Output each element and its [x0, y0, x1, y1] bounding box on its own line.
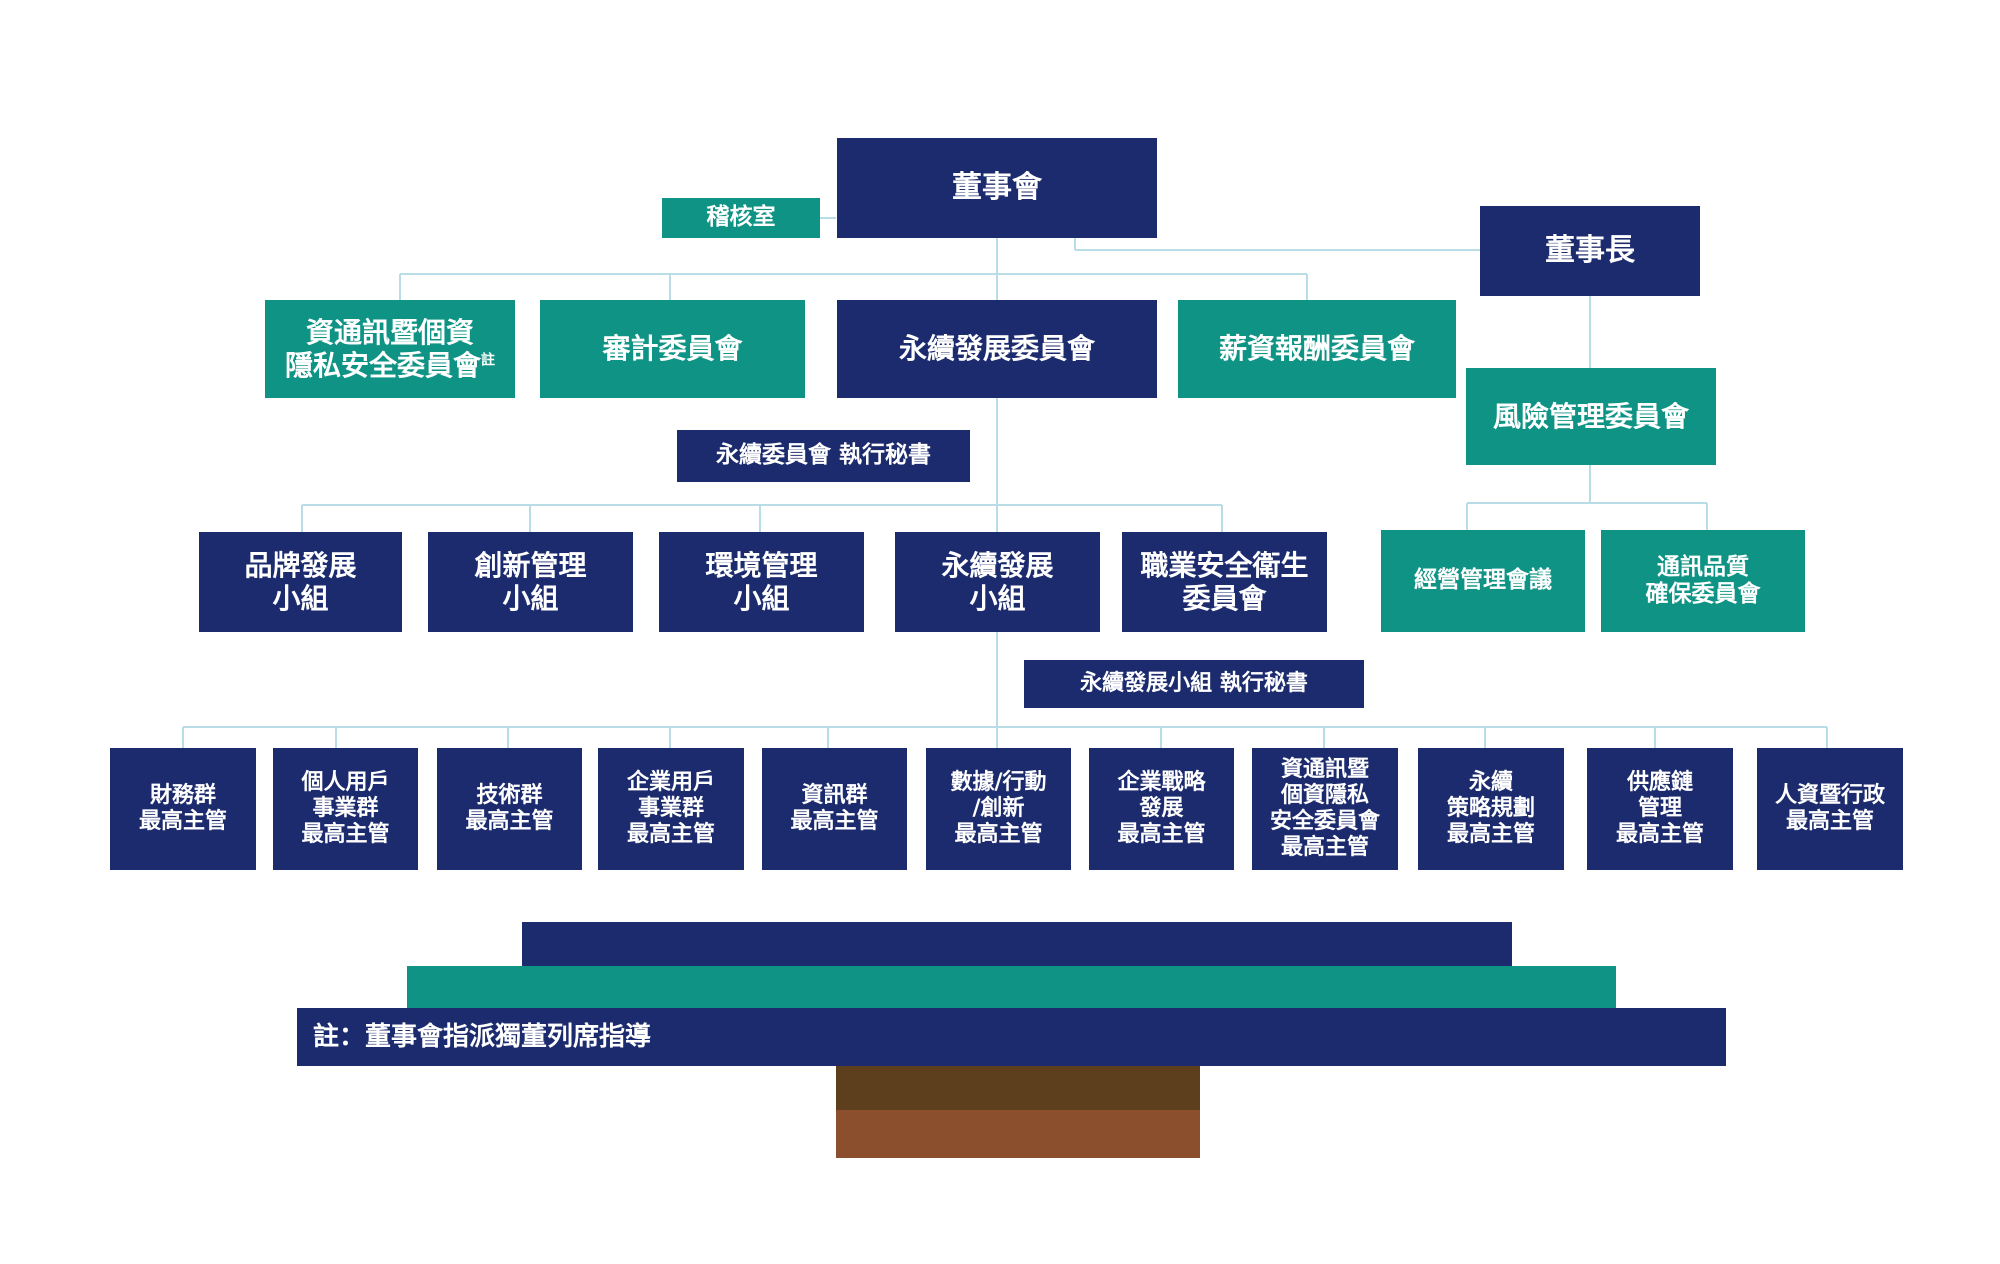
exec-label: 供應鏈 管理 最高主管 — [1615, 770, 1704, 847]
group-secretary-label: 永續發展小組 執行秘書 — [1080, 671, 1308, 697]
risk-child-operations-meeting: 經營管理會議 — [1381, 530, 1585, 632]
group-label: 永續發展 小組 — [941, 548, 1054, 615]
sustainability-secretary-label: 永續委員會 執行秘書 — [715, 442, 931, 469]
base-bar-middle — [407, 966, 1616, 1008]
exec-data-mobile-innovation: 數據/行動 /創新 最高主管 — [926, 748, 1071, 870]
trunk-bottom — [836, 1110, 1200, 1158]
committee-compensation-label: 薪資報酬委員會 — [1218, 332, 1415, 366]
footnote-mark: 註 — [481, 352, 495, 369]
board-label: 董事會 — [952, 170, 1042, 206]
exec-label: 資訊群 最高主管 — [790, 783, 879, 834]
exec-label: 永續 策略規劃 最高主管 — [1446, 770, 1535, 847]
audit-office-box: 稽核室 — [662, 198, 820, 238]
exec-enterprise-business: 企業用戶 事業群 最高主管 — [598, 748, 744, 870]
exec-label: 個人用戶 事業群 最高主管 — [301, 770, 390, 847]
group-label: 職業安全衛生 委員會 — [1140, 548, 1309, 615]
group-brand-development: 品牌發展 小組 — [199, 532, 402, 632]
exec-corporate-strategy: 企業戰略 發展 最高主管 — [1089, 748, 1234, 870]
sustainability-group-secretary: 永續發展小組 執行秘書 — [1024, 660, 1364, 708]
exec-information: 資訊群 最高主管 — [762, 748, 907, 870]
exec-supply-chain: 供應鏈 管理 最高主管 — [1587, 748, 1733, 870]
exec-technology: 技術群 最高主管 — [437, 748, 582, 870]
exec-label: 技術群 最高主管 — [465, 783, 554, 834]
committee-sustainability: 永續發展委員會 — [837, 300, 1157, 398]
risk-child-quality-assurance: 通訊品質 確保委員會 — [1601, 530, 1805, 632]
sustainability-committee-secretary: 永續委員會 執行秘書 — [677, 430, 970, 482]
base-bar-top — [522, 922, 1512, 966]
group-label: 品牌發展 小組 — [244, 548, 357, 615]
exec-label: 財務群 最高主管 — [138, 783, 227, 834]
committee-audit-label: 審計委員會 — [602, 332, 743, 366]
exec-label: 企業戰略 發展 最高主管 — [1117, 770, 1206, 847]
committee-sustainability-label: 永續發展委員會 — [898, 332, 1095, 366]
group-environment-management: 環境管理 小組 — [659, 532, 864, 632]
audit-office-label: 稽核室 — [706, 204, 776, 231]
risk-child-label: 通訊品質 確保委員會 — [1645, 553, 1761, 607]
group-sustainability-development: 永續發展 小組 — [895, 532, 1100, 632]
exec-label: 數據/行動 /創新 最高主管 — [950, 770, 1047, 847]
exec-sustainability-strategy: 永續 策略規劃 最高主管 — [1418, 748, 1564, 870]
trunk-top — [836, 1066, 1200, 1110]
footnote-text: 註：董事會指派獨董列席指導 — [313, 1021, 652, 1052]
committee-ict-privacy: 資通訊暨個資 隱私安全委員會註 — [265, 300, 515, 398]
exec-label: 人資暨行政 最高主管 — [1774, 783, 1885, 834]
footnote-bar: 註：董事會指派獨董列席指導 — [297, 1008, 1726, 1066]
group-label: 創新管理 小組 — [474, 548, 587, 615]
exec-label: 資通訊暨 個資隱私 安全委員會 最高主管 — [1269, 757, 1380, 860]
exec-consumer-business: 個人用戶 事業群 最高主管 — [273, 748, 418, 870]
committee-risk-label: 風險管理委員會 — [1492, 399, 1689, 433]
risk-child-label: 經營管理會議 — [1414, 567, 1552, 594]
committee-risk-management: 風險管理委員會 — [1466, 368, 1716, 465]
group-innovation-management: 創新管理 小組 — [428, 532, 633, 632]
exec-label: 企業用戶 事業群 最高主管 — [626, 770, 715, 847]
chairman-label: 董事長 — [1545, 233, 1635, 269]
chairman-box: 董事長 — [1480, 206, 1700, 296]
committee-compensation: 薪資報酬委員會 — [1178, 300, 1456, 398]
committee-audit: 審計委員會 — [540, 300, 805, 398]
group-label: 環境管理 小組 — [705, 548, 818, 615]
group-occupational-safety: 職業安全衛生 委員會 — [1122, 532, 1327, 632]
board-of-directors-box: 董事會 — [837, 138, 1157, 238]
committee-ict-privacy-label: 資通訊暨個資 隱私安全委員會註 — [284, 315, 495, 382]
exec-finance: 財務群 最高主管 — [110, 748, 256, 870]
exec-hr-administration: 人資暨行政 最高主管 — [1757, 748, 1903, 870]
exec-ict-privacy-security: 資通訊暨 個資隱私 安全委員會 最高主管 — [1252, 748, 1398, 870]
